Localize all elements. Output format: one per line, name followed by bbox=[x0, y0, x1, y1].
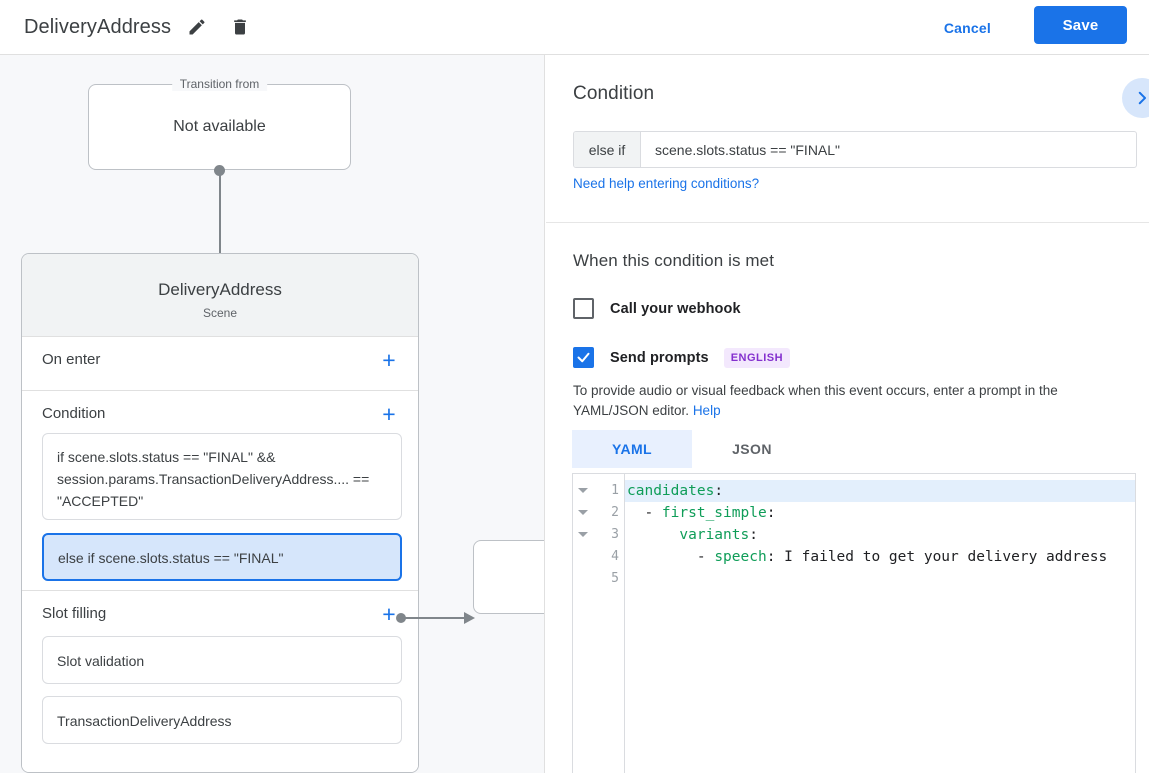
send-prompts-description-text: To provide audio or visual feedback when… bbox=[573, 383, 1058, 418]
section-condition-title: Condition bbox=[42, 405, 106, 422]
editor-format-tabs: YAML JSON bbox=[572, 430, 812, 468]
scene-type-label: Scene bbox=[202, 306, 238, 320]
editor-content[interactable]: candidates: - first_simple: variants: - … bbox=[625, 474, 1135, 773]
add-on-enter-button[interactable]: + bbox=[382, 346, 396, 373]
chevron-right-icon bbox=[1138, 91, 1146, 105]
arrow-right-icon bbox=[464, 612, 475, 624]
panel-heading: Condition bbox=[573, 83, 655, 104]
yaml-key: candidates bbox=[627, 483, 715, 499]
section-on-enter-title: On enter bbox=[42, 351, 101, 368]
editor-code-line[interactable] bbox=[625, 568, 1135, 590]
fold-triangle-icon[interactable] bbox=[578, 488, 588, 493]
call-webhook-row[interactable]: Call your webhook bbox=[573, 298, 741, 319]
condition-help-link[interactable]: Need help entering conditions? bbox=[573, 176, 760, 191]
transition-from-title: Not available bbox=[173, 118, 266, 135]
section-slot-filling-title: Slot filling bbox=[42, 605, 107, 622]
delete-trash-icon[interactable] bbox=[226, 13, 254, 41]
prompts-help-link[interactable]: Help bbox=[692, 403, 721, 418]
connector-line-vertical bbox=[219, 170, 221, 256]
fold-triangle-icon[interactable] bbox=[578, 510, 588, 515]
yaml-key: variants bbox=[679, 527, 750, 543]
expand-panel-button[interactable] bbox=[1122, 78, 1149, 118]
page-title: DeliveryAddress bbox=[24, 16, 172, 38]
add-slot-filling-button[interactable]: + bbox=[382, 600, 396, 627]
flow-canvas[interactable]: Transition from Not available Transition… bbox=[0, 55, 545, 773]
fold-triangle-icon[interactable] bbox=[578, 532, 588, 537]
next-target-node[interactable] bbox=[473, 540, 544, 614]
send-prompts-checkbox[interactable] bbox=[573, 347, 594, 368]
when-condition-met-heading: When this condition is met bbox=[573, 251, 775, 270]
cancel-button[interactable]: Cancel bbox=[934, 12, 1001, 44]
call-webhook-checkbox[interactable] bbox=[573, 298, 594, 319]
top-app-bar: DeliveryAddress Cancel Save bbox=[0, 0, 1149, 55]
scene-header: DeliveryAddress Scene bbox=[22, 254, 418, 337]
transition-from-legend: Transition from bbox=[171, 77, 268, 91]
condition-input[interactable] bbox=[641, 132, 1136, 167]
send-prompts-label: Send prompts bbox=[610, 349, 709, 366]
language-badge: ENGLISH bbox=[723, 347, 791, 368]
editor-line-number: 4 bbox=[611, 549, 619, 564]
details-panel: Condition else if Need help entering con… bbox=[546, 55, 1149, 773]
transition-from-node[interactable]: Transition from Not available bbox=[88, 77, 351, 170]
save-button[interactable]: Save bbox=[1034, 6, 1127, 44]
call-webhook-label: Call your webhook bbox=[610, 300, 741, 317]
trash-icon bbox=[234, 19, 246, 35]
transition-to-node[interactable]: Transition to DeliveryAddress Scene On e… bbox=[21, 253, 419, 773]
section-condition: Condition + if scene.slots.status == "FI… bbox=[22, 391, 418, 591]
condition-prefix-label: else if bbox=[574, 132, 641, 167]
slot-filling-chip[interactable]: TransactionDeliveryAddress bbox=[42, 696, 402, 744]
editor-code-line[interactable]: - first_simple: bbox=[627, 505, 776, 521]
send-prompts-description: To provide audio or visual feedback when… bbox=[573, 381, 1131, 421]
condition-chip-selected[interactable]: else if scene.slots.status == "FINAL" bbox=[42, 533, 402, 581]
editor-code-line[interactable]: variants: bbox=[679, 527, 758, 543]
section-slot-filling: Slot filling + Slot validation Transacti… bbox=[22, 591, 418, 772]
slot-filling-chip[interactable]: Slot validation bbox=[42, 636, 402, 684]
section-on-enter: On enter + bbox=[22, 337, 418, 391]
check-icon bbox=[577, 352, 590, 363]
edit-pencil-icon[interactable] bbox=[183, 13, 211, 41]
pencil-icon bbox=[189, 19, 205, 35]
editor-line-number: 5 bbox=[611, 571, 619, 586]
yaml-key: first_simple bbox=[661, 505, 767, 521]
panel-divider bbox=[546, 222, 1149, 223]
condition-output-dot bbox=[396, 613, 406, 623]
tab-yaml[interactable]: YAML bbox=[572, 430, 692, 468]
editor-line-number: 2 bbox=[573, 502, 624, 524]
condition-chip[interactable]: if scene.slots.status == "FINAL" && sess… bbox=[42, 433, 402, 520]
scene-name: DeliveryAddress bbox=[158, 280, 282, 299]
connector-line-horizontal bbox=[405, 617, 467, 619]
add-condition-button[interactable]: + bbox=[382, 400, 396, 427]
editor-code-line[interactable]: candidates: bbox=[625, 480, 1135, 502]
yaml-value: I failed to get your delivery address bbox=[775, 549, 1108, 565]
yaml-key: speech bbox=[714, 549, 767, 565]
editor-line-number: 3 bbox=[573, 524, 624, 546]
condition-input-group[interactable]: else if bbox=[573, 131, 1137, 168]
editor-code-line[interactable]: - speech: I failed to get your delivery … bbox=[627, 549, 1108, 565]
editor-line-number: 1 bbox=[573, 480, 624, 502]
tab-json[interactable]: JSON bbox=[732, 441, 772, 457]
send-prompts-row[interactable]: Send prompts ENGLISH bbox=[573, 347, 791, 368]
